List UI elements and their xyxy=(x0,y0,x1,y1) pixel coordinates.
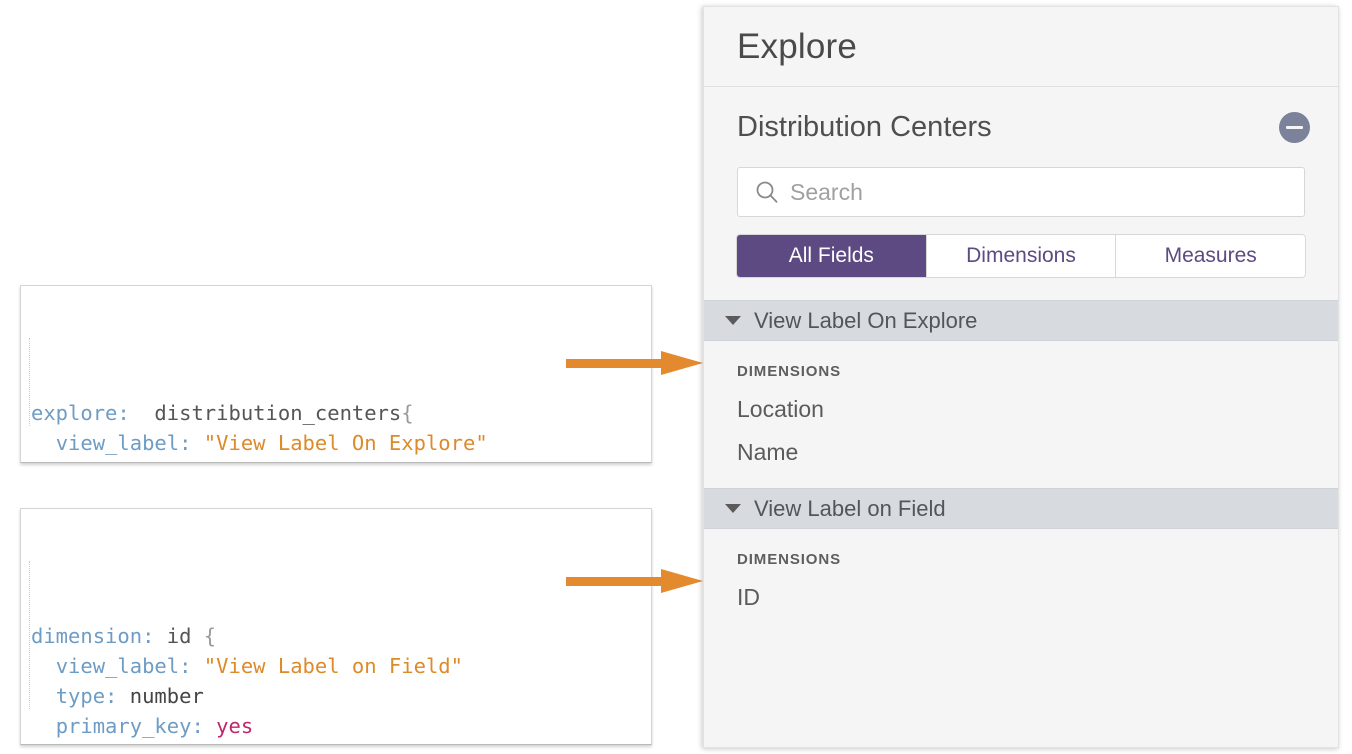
group-title: View Label On Explore xyxy=(754,307,978,333)
code-token: "theLook" xyxy=(216,461,327,462)
code-line: sql: ${TABLE}.id ;; xyxy=(31,741,651,745)
code-token: yes xyxy=(216,714,254,738)
caret-down-icon xyxy=(725,504,741,513)
code-token: ${TABLE} xyxy=(117,744,216,745)
field-list: View Label On Explore DIMENSIONS Locatio… xyxy=(704,300,1338,633)
explore-subheader: Distribution Centers xyxy=(704,87,1338,167)
arrow-to-field-group xyxy=(566,569,703,594)
section-label-dimensions: DIMENSIONS xyxy=(737,551,842,568)
code-token: ;; xyxy=(266,744,303,745)
code-token xyxy=(31,461,56,462)
code-line: view_label: "View Label on Field" xyxy=(31,651,651,681)
code-token: distribution_centers xyxy=(142,401,402,425)
tab-measures[interactable]: Measures xyxy=(1116,235,1305,277)
indent-guide xyxy=(29,561,31,709)
spacer xyxy=(704,611,1338,633)
code-line: dimension: id { xyxy=(31,621,651,651)
group-header-view-label-on-field[interactable]: View Label on Field xyxy=(704,488,1338,529)
code-line: explore: distribution_centers{ xyxy=(31,398,651,428)
group-body-view-label-on-explore: DIMENSIONS Location Name xyxy=(704,341,1338,488)
search-icon xyxy=(756,181,778,203)
dimension-code-snippet: dimension: id { view_label: "View Label … xyxy=(20,508,652,745)
code-line: group_label: "theLook" xyxy=(31,458,651,462)
search-wrapper xyxy=(704,167,1338,217)
explore-code-body: explore: distribution_centers{ view_labe… xyxy=(31,398,651,462)
code-token: .id xyxy=(216,744,265,745)
field-item[interactable]: Location xyxy=(737,396,824,422)
tab-all-fields[interactable]: All Fields xyxy=(737,235,927,277)
explore-model-name: Distribution Centers xyxy=(737,110,992,143)
code-token: { xyxy=(401,401,414,425)
code-token: "View Label On Explore" xyxy=(203,431,488,455)
code-token: view_label: xyxy=(55,654,204,678)
code-token: view_label: xyxy=(55,431,204,455)
tab-dimensions[interactable]: Dimensions xyxy=(926,235,1117,277)
field-item[interactable]: ID xyxy=(737,584,760,610)
group-title: View Label on Field xyxy=(754,495,946,521)
code-token: "View Label on Field" xyxy=(203,654,463,678)
field-filter-tabs: All Fields Dimensions Measures xyxy=(737,235,1305,277)
explore-code-snippet: explore: distribution_centers{ view_labe… xyxy=(20,285,652,463)
code-token xyxy=(31,431,56,455)
code-token: explore: xyxy=(31,401,143,425)
code-line: primary_key: yes xyxy=(31,711,651,741)
spacer xyxy=(704,466,1338,488)
code-token: type: xyxy=(55,684,130,708)
code-token: { xyxy=(203,624,217,648)
search-input[interactable] xyxy=(790,178,1292,206)
code-token xyxy=(31,714,56,738)
group-header-view-label-on-explore[interactable]: View Label On Explore xyxy=(704,300,1338,341)
caret-down-icon xyxy=(725,316,741,325)
code-token: group_label: xyxy=(56,461,216,462)
code-token xyxy=(31,744,56,745)
code-token: sql: xyxy=(56,744,118,745)
page-title: Explore xyxy=(737,26,858,66)
code-token: primary_key: xyxy=(55,714,217,738)
code-line: view_label: "View Label On Explore" xyxy=(31,428,651,458)
search-box[interactable] xyxy=(737,167,1305,217)
minus-circle-icon[interactable] xyxy=(1279,111,1310,143)
arrow-to-explore-group xyxy=(566,351,703,376)
code-token xyxy=(31,684,56,708)
code-line: type: number xyxy=(31,681,651,711)
dimension-code-body: dimension: id { view_label: "View Label … xyxy=(31,621,651,745)
field-item[interactable]: Name xyxy=(737,439,799,465)
explore-title-bar: Explore xyxy=(704,7,1338,87)
code-token: number xyxy=(129,684,204,708)
indent-guide xyxy=(29,338,31,426)
explore-panel: Explore Distribution Centers All Fields … xyxy=(703,6,1339,748)
group-body-view-label-on-field: DIMENSIONS ID xyxy=(704,529,1338,633)
section-label-dimensions: DIMENSIONS xyxy=(737,363,842,380)
code-token: id xyxy=(166,624,204,648)
code-token: dimension: xyxy=(31,624,167,648)
code-token xyxy=(31,654,56,678)
